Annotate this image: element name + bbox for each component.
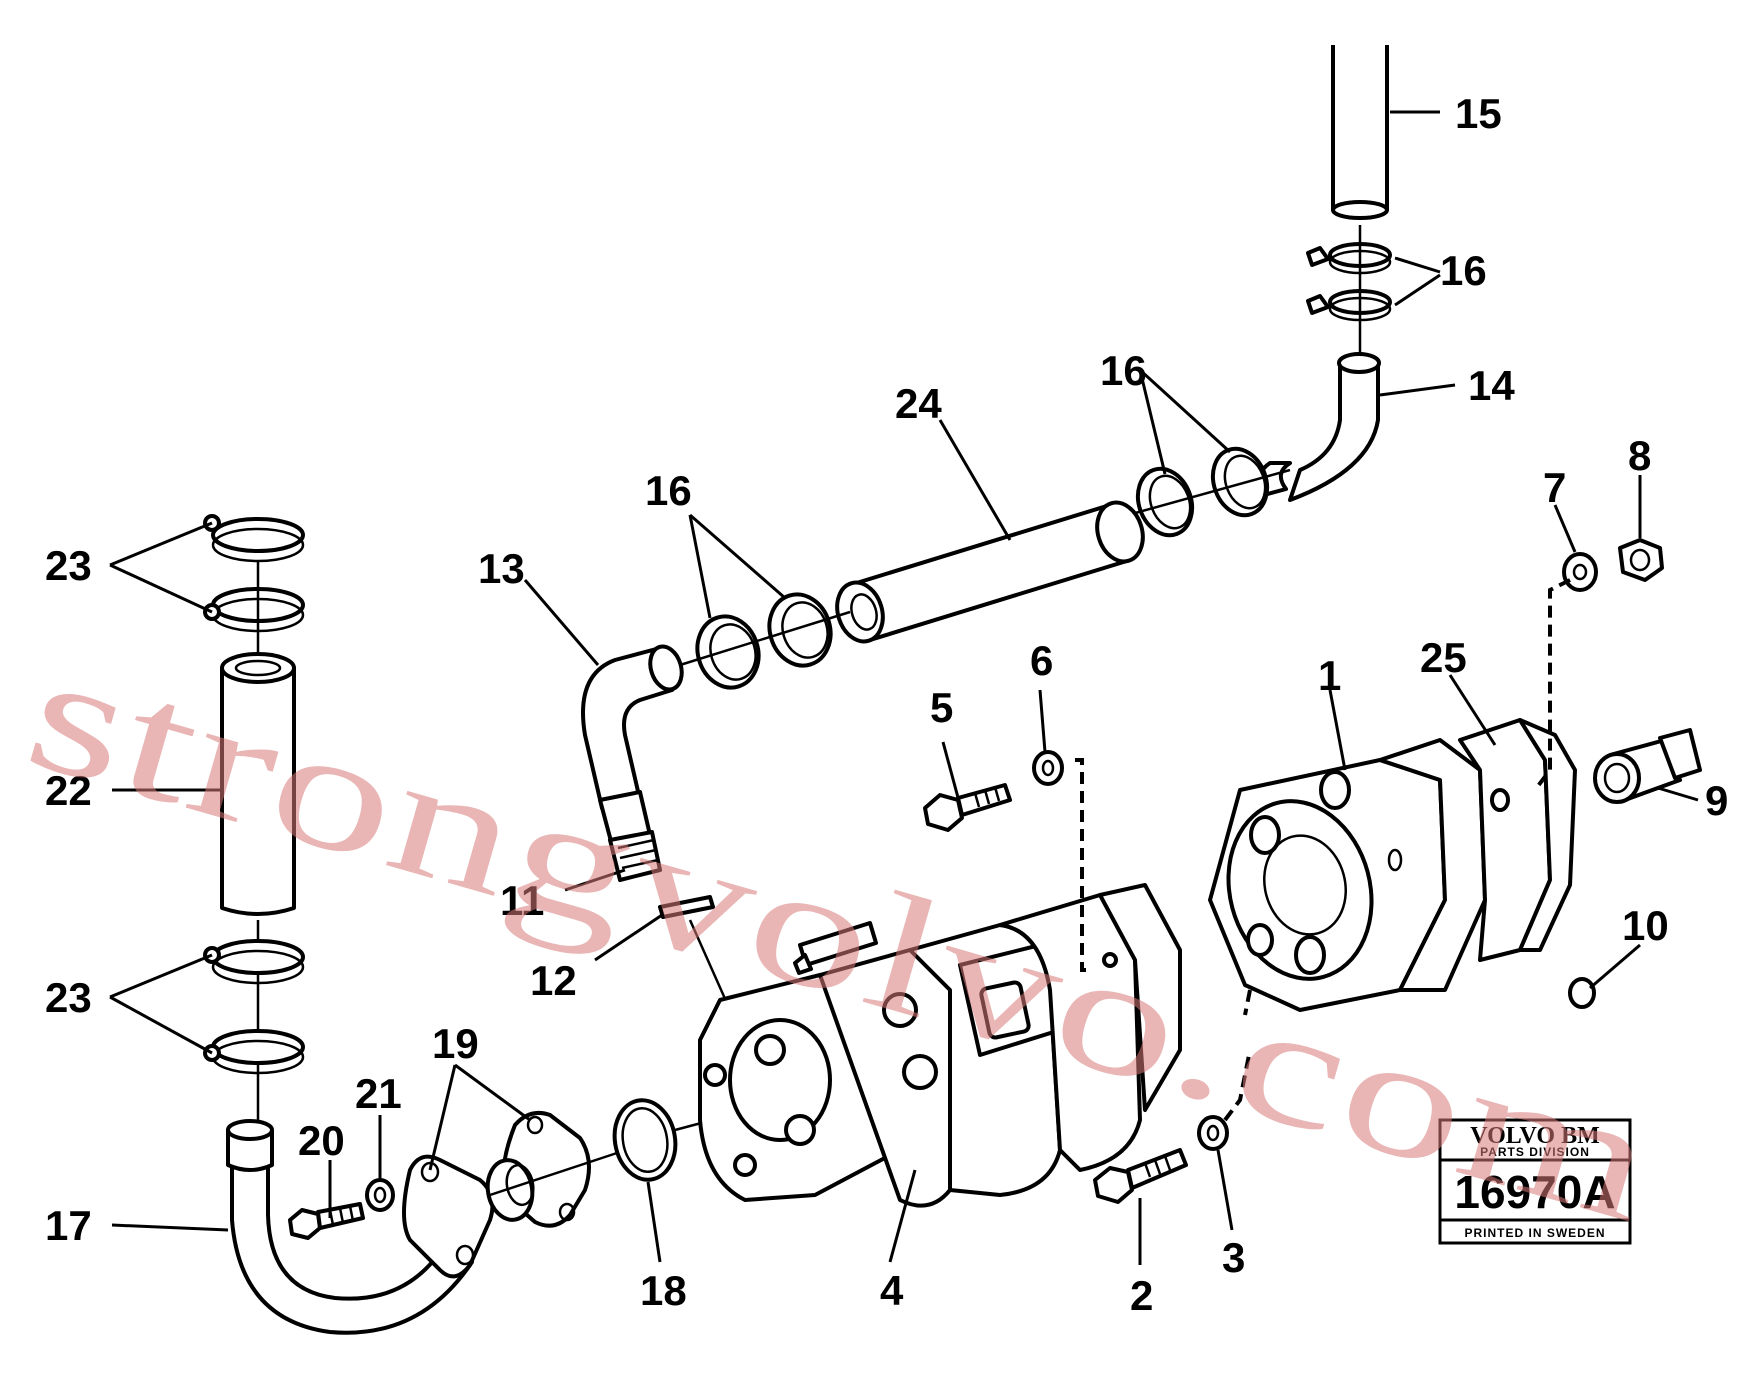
washer-7 [1562, 552, 1598, 592]
callout-15: 15 [1455, 90, 1502, 137]
callout-23-a: 23 [45, 542, 92, 589]
callout-3: 3 [1222, 1234, 1245, 1281]
washer-21 [365, 1178, 395, 1212]
adapter-plate-25 [1458, 718, 1577, 962]
hose-22 [220, 652, 296, 916]
callout-9: 9 [1705, 777, 1728, 824]
callout-7: 7 [1543, 464, 1566, 511]
pipe-15 [1331, 45, 1389, 220]
callout-20: 20 [298, 1117, 345, 1164]
callout-18: 18 [640, 1267, 687, 1314]
fitting-11 [608, 830, 662, 882]
callout-16-c: 16 [645, 467, 692, 514]
elbow-hose-14 [1257, 352, 1381, 502]
callout-5: 5 [930, 684, 953, 731]
callout-22: 22 [45, 767, 92, 814]
callout-19: 19 [432, 1020, 479, 1067]
washer-6 [1032, 750, 1064, 786]
hose-clamp-16-top [1306, 225, 1392, 358]
callout-8: 8 [1628, 432, 1651, 479]
seal-12 [658, 895, 732, 1011]
stamp-printed: PRINTED IN SWEDEN [1464, 1226, 1605, 1240]
bolt-2 [1093, 1148, 1188, 1204]
hose-clamp-16-left [679, 592, 851, 690]
washer-3 [1197, 1115, 1229, 1151]
callout-13: 13 [478, 545, 525, 592]
callout-10: 10 [1622, 902, 1669, 949]
callout-24: 24 [895, 380, 942, 427]
nut-8 [1618, 538, 1664, 582]
leader-lines [109, 110, 1699, 1265]
callout-21: 21 [355, 1070, 402, 1117]
hose-24 [835, 500, 1145, 644]
callout-23-b: 23 [45, 974, 92, 1021]
callout-17: 17 [45, 1202, 92, 1249]
callout-12: 12 [530, 957, 577, 1004]
hose-clamp-16-mid [1109, 446, 1291, 538]
elbow-hose-13 [581, 644, 684, 847]
callout-11: 11 [500, 877, 544, 924]
callout-4: 4 [880, 1267, 904, 1314]
hydraulic-pump-4 [698, 883, 1182, 1208]
callout-16-a: 16 [1440, 247, 1487, 294]
coupling-9 [1593, 728, 1702, 804]
callout-14: 14 [1468, 362, 1515, 409]
bolt-20 [288, 1202, 365, 1240]
flange-19 [402, 1111, 621, 1279]
stamp-division: PARTS DIVISION [1480, 1145, 1590, 1159]
callout-16-b: 16 [1100, 347, 1147, 394]
o-ring-18 [612, 1098, 721, 1182]
callout-1: 1 [1318, 652, 1341, 699]
callout-25: 25 [1420, 634, 1467, 681]
callout-labels: 15 16 14 16 24 16 13 23 22 11 12 23 19 2… [45, 90, 1728, 1319]
stamp-brand: VOLVO BM [1470, 1123, 1600, 1149]
adapter-flange-1 [1208, 738, 1487, 1012]
hose-clamp-23-bottom [203, 920, 305, 1150]
volvo-bm-stamp: VOLVO BM PARTS DIVISION 16970A PRINTED I… [1438, 1118, 1632, 1245]
bolt-5 [923, 783, 1012, 832]
callout-6: 6 [1030, 637, 1053, 684]
pin-10 [1568, 977, 1596, 1009]
stamp-number: 16970A [1454, 1166, 1615, 1218]
hose-clamp-23-top [203, 514, 305, 660]
callout-2: 2 [1130, 1272, 1153, 1319]
